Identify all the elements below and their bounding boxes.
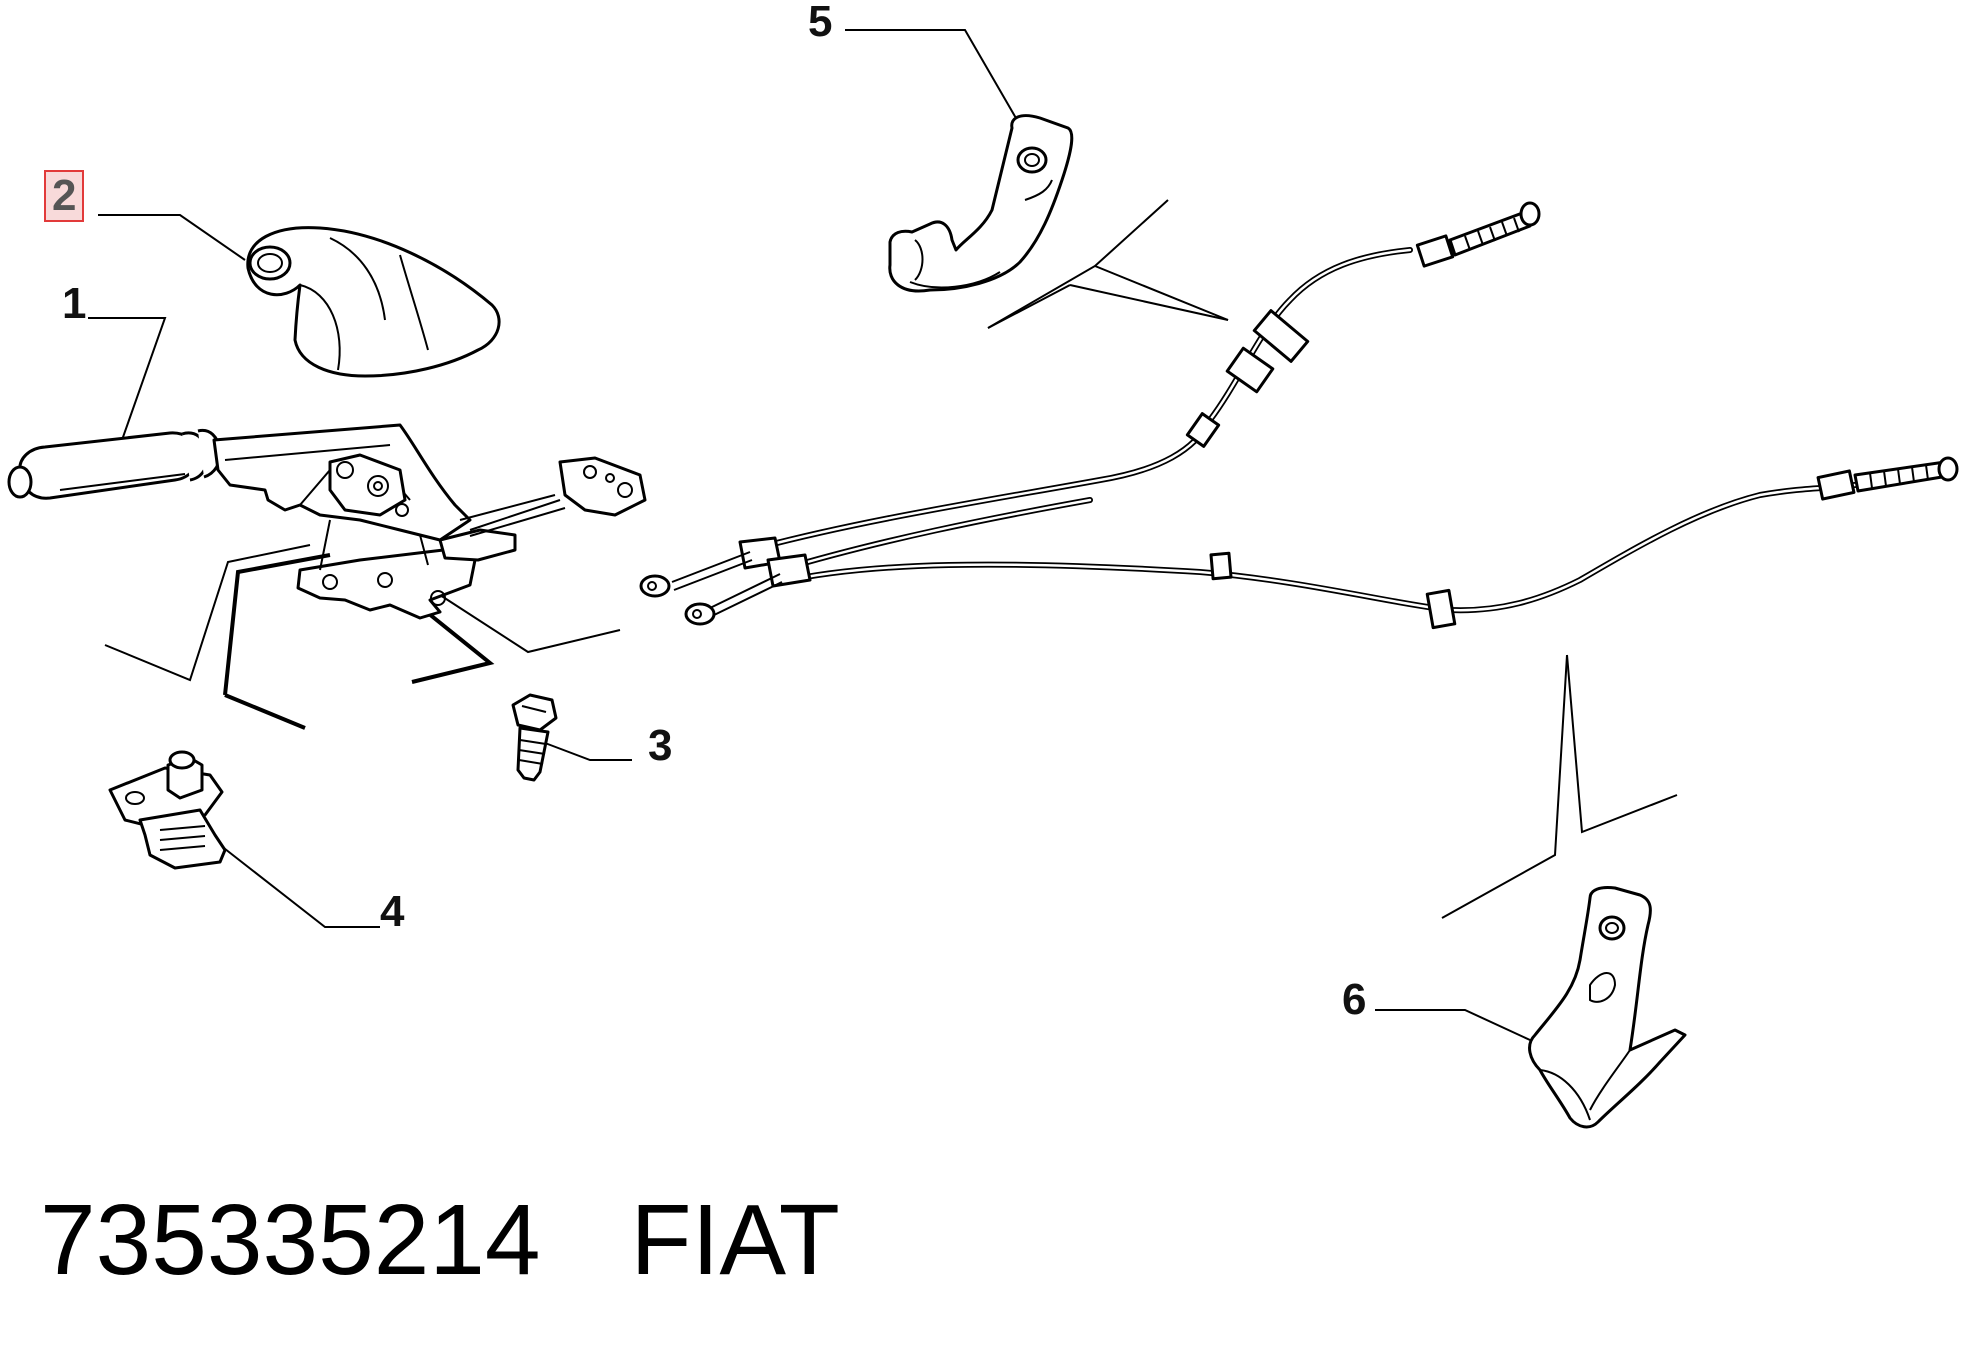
part-number: 735335214: [40, 1184, 541, 1296]
rear-brake-cables: [639, 201, 1959, 630]
leader-line-3: [544, 742, 632, 761]
callout-6: 6: [1342, 975, 1367, 1024]
callout-2-highlighted[interactable]: 2: [44, 170, 85, 222]
leader-line-1: [88, 317, 167, 441]
guide-line-left-2: [223, 553, 331, 696]
part-5-cable-clip: [888, 114, 1074, 293]
part-1-handbrake-lever: [7, 423, 647, 620]
callout-4: 4: [380, 887, 405, 936]
part-3-bolt: [511, 693, 558, 782]
guide-line-right-1: [1566, 654, 1678, 834]
guide-line-top-d: [987, 284, 1071, 329]
guide-line-top-b: [1094, 265, 1229, 321]
leader-line-4: [219, 844, 380, 928]
guide-line-mid-1: [439, 594, 621, 654]
guide-line-top-c: [1069, 284, 1229, 321]
leader-line-2: [98, 214, 246, 261]
guide-lines: [104, 199, 1678, 919]
leader-line-5: [845, 29, 1021, 126]
guide-line-mid-2: [411, 603, 495, 684]
guide-line-right-2: [1441, 654, 1568, 919]
guide-line-left-1: [104, 544, 311, 682]
callout-1: 1: [62, 279, 87, 328]
callout-3: 3: [648, 721, 673, 770]
leader-lines: [88, 29, 1531, 1041]
part-6-cable-clip: [1528, 886, 1687, 1129]
guide-line-left-3: [224, 693, 306, 730]
leader-line-6: [1375, 1009, 1531, 1041]
part-2-lever-boot: [246, 226, 501, 378]
brand-name: FIAT: [630, 1184, 840, 1296]
callout-5: 5: [808, 0, 833, 46]
part-4-mounting-bracket: [108, 750, 227, 870]
